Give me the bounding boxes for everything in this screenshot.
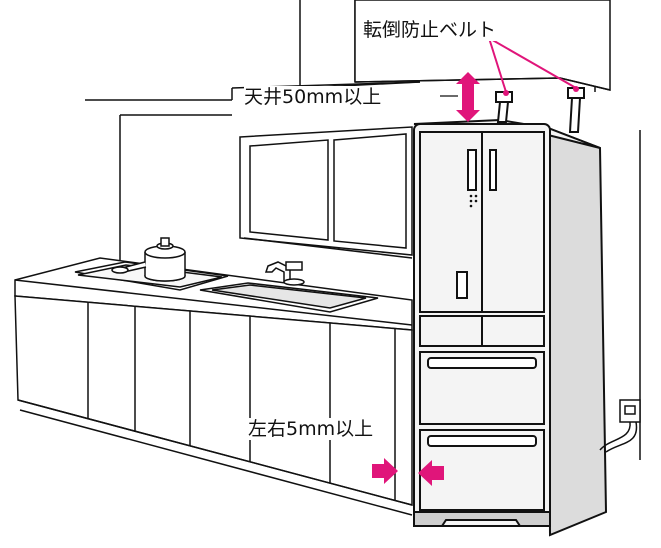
side-clearance-label: 左右5mm以上 [248, 418, 374, 440]
belt-label: 転倒防止ベルト [363, 19, 497, 41]
ceiling-clearance-label: 天井50mm以上 [244, 86, 382, 108]
ceiling-clearance-arrow [456, 72, 480, 122]
pot [111, 237, 186, 282]
sink [199, 282, 379, 313]
belt-leader-lines [488, 37, 579, 96]
refrigerator [413, 118, 608, 537]
upper-cabinet [354, 0, 611, 91]
anti-tip-belts [495, 87, 585, 133]
faucet [264, 261, 305, 286]
window [239, 126, 413, 259]
side-clearance-arrows [372, 458, 444, 486]
wall-outlet [599, 399, 641, 453]
